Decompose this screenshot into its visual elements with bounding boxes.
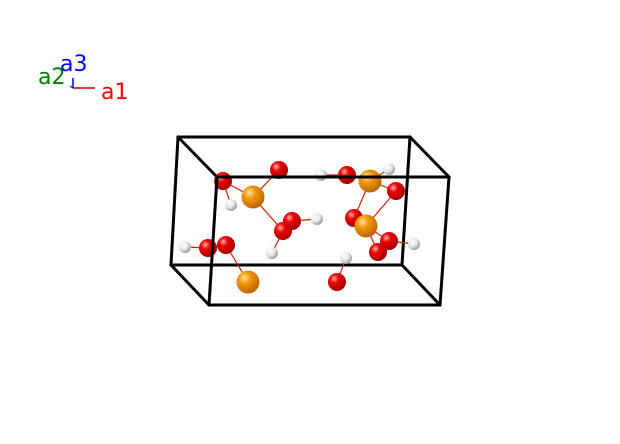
axis-indicator: a1 a2 a3 (38, 52, 128, 105)
cell-edge (438, 175, 451, 307)
atom-hydrogen[interactable] (311, 213, 323, 225)
atom-oxygen[interactable] (387, 182, 405, 200)
cell-edge (400, 263, 442, 307)
atom-hydrogen[interactable] (225, 199, 237, 211)
atom-hydrogen[interactable] (383, 163, 395, 175)
atom-hydrogen[interactable] (266, 247, 278, 259)
atom-oxygen[interactable] (270, 161, 288, 179)
atom-oxygen[interactable] (328, 273, 346, 291)
unit-cell-front (207, 175, 451, 307)
atom-phosphorus[interactable] (358, 169, 382, 193)
atom-oxygen[interactable] (217, 236, 235, 254)
cell-edge (400, 135, 412, 267)
atom-oxygen[interactable] (274, 222, 292, 240)
atom-hydrogen[interactable] (315, 169, 327, 181)
axis-a3-label: a3 (60, 52, 87, 77)
atom-hydrogen[interactable] (408, 238, 420, 250)
axis-a1-label: a1 (101, 80, 128, 105)
atom-oxygen[interactable] (338, 166, 356, 184)
axis-a2-label: a2 (38, 65, 65, 90)
atom-phosphorus[interactable] (354, 214, 378, 238)
cell-edge (408, 135, 451, 179)
cell-edge (207, 175, 219, 307)
cell-edge (169, 263, 211, 307)
atom-hydrogen[interactable] (340, 252, 352, 264)
atom-phosphorus[interactable] (241, 185, 265, 209)
atom-oxygen[interactable] (369, 243, 387, 261)
cell-edge (176, 135, 219, 179)
atom-phosphorus[interactable] (236, 270, 260, 294)
cell-edge (169, 135, 180, 267)
atom-hydrogen[interactable] (179, 241, 191, 253)
atom-oxygen[interactable] (380, 232, 398, 250)
unit-cell-back (169, 135, 451, 307)
